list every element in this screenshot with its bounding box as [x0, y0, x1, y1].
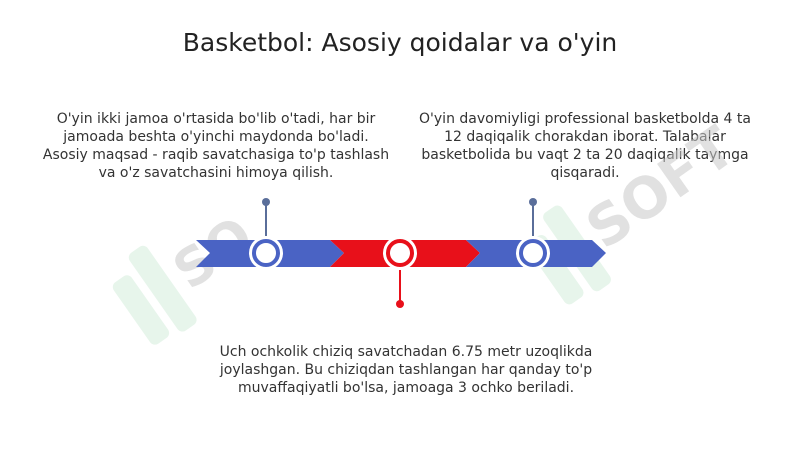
- timeline-text-top-left: O'yin ikki jamoa o'rtasida bo'lib o'tadi…: [42, 111, 390, 181]
- milestone-ring-3: [519, 239, 547, 267]
- watermark-logo-right: SOFT: [527, 115, 730, 305]
- timeline-text-top-right: O'yin davomiyligi professional basketbol…: [419, 111, 751, 181]
- milestone-ring-1: [252, 239, 280, 267]
- connector-dot-1: [262, 198, 270, 206]
- page-title: Basketbol: Asosiy qoidalar va o'yin: [182, 28, 618, 57]
- timeline-text-bottom: Uch ochkolik chiziq savatchadan 6.75 met…: [219, 344, 593, 396]
- milestone-ring-2: [386, 239, 414, 267]
- connector-dot-3: [396, 300, 404, 308]
- connector-dot-2: [529, 198, 537, 206]
